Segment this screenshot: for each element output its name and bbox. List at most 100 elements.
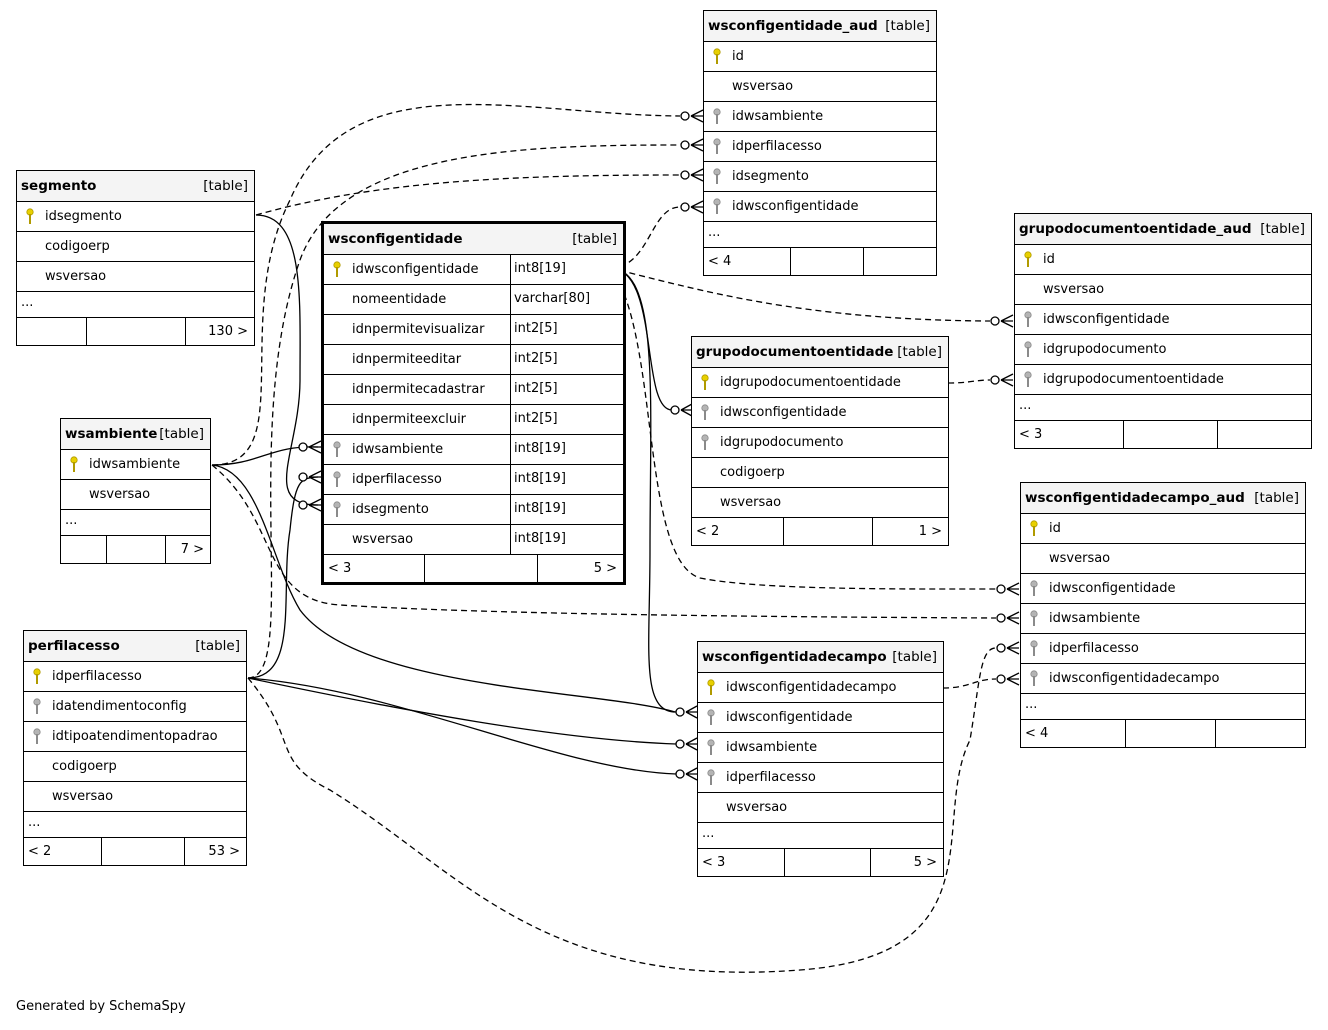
column-divider — [510, 345, 511, 375]
column-row[interactable]: wsversao — [698, 793, 943, 823]
column-row[interactable]: wsversao — [704, 72, 936, 102]
column-name: codigoerp — [45, 239, 110, 254]
column-row[interactable]: codigoerp — [17, 232, 254, 262]
column-name: idwsambiente — [89, 457, 181, 472]
column-row[interactable]: wsversao — [1015, 275, 1311, 305]
table-wsconfigentidade[interactable]: wsconfigentidade[table]idwsconfigentidad… — [321, 221, 626, 585]
column-divider — [510, 465, 511, 495]
column-row[interactable]: wsversao — [61, 480, 210, 510]
column-name: wsversao — [720, 495, 782, 510]
table-grupodocumentoentidade[interactable]: grupodocumentoentidade[table]idgrupodocu… — [691, 336, 949, 546]
column-row[interactable]: idatendimentoconfig — [24, 692, 246, 722]
column-row[interactable]: idgrupodocumento — [692, 428, 948, 458]
column-row[interactable]: idwsambiente — [61, 450, 210, 480]
column-name: idperfilacesso — [732, 139, 822, 154]
middle-cell — [101, 838, 184, 865]
column-row[interactable]: idwsconfigentidade — [1015, 305, 1311, 335]
table-footer: < 3 5 > — [698, 849, 943, 876]
primary-key-icon — [70, 456, 78, 472]
column-row[interactable]: idperfilacesso — [24, 662, 246, 692]
table-header: grupodocumentoentidade[table] — [692, 337, 948, 368]
column-name: idgrupodocumento — [1043, 342, 1167, 357]
column-row[interactable]: wsversao — [692, 488, 948, 518]
foreign-key-icon — [713, 108, 721, 124]
column-name: idsegmento — [45, 209, 122, 224]
column-type: int2[5] — [514, 351, 558, 366]
column-row[interactable]: idwsconfigentidade int8[19] — [324, 255, 623, 285]
column-name: wsversao — [1043, 282, 1105, 297]
column-row[interactable]: idwsambiente — [1021, 604, 1305, 634]
column-row[interactable]: idwsambiente — [704, 102, 936, 132]
child-count-cell[interactable]: 7 > — [165, 536, 210, 563]
column-row[interactable]: idwsambiente — [698, 733, 943, 763]
parent-count-cell[interactable]: < 2 — [692, 518, 783, 545]
parent-count-cell[interactable]: < 2 — [24, 838, 101, 865]
column-row[interactable]: idgrupodocumentoentidade — [692, 368, 948, 398]
table-footer: 7 > — [61, 536, 210, 563]
column-row[interactable]: id — [1015, 245, 1311, 275]
column-name: idtipoatendimentopadrao — [52, 729, 218, 744]
column-row[interactable]: wsversao — [1021, 544, 1305, 574]
parent-count-cell[interactable]: < 3 — [324, 555, 424, 582]
column-divider — [510, 525, 511, 555]
column-row[interactable]: codigoerp — [24, 752, 246, 782]
column-row[interactable]: idwsconfigentidade — [698, 703, 943, 733]
column-row[interactable]: idperfilacesso — [704, 132, 936, 162]
column-row[interactable]: idwsconfigentidade — [1021, 574, 1305, 604]
child-count-cell[interactable]: 5 > — [870, 849, 943, 876]
column-name: idperfilacesso — [726, 770, 816, 785]
child-count-cell[interactable]: 53 > — [184, 838, 246, 865]
column-row[interactable]: idnpermiteexcluir int2[5] — [324, 405, 623, 435]
column-row[interactable]: idperfilacesso — [1021, 634, 1305, 664]
column-name: idwsconfigentidade — [1049, 581, 1176, 596]
column-row[interactable]: idwsconfigentidade — [704, 192, 936, 222]
table-wsconfigentidadecampo[interactable]: wsconfigentidadecampo[table]idwsconfigen… — [697, 641, 944, 877]
column-row[interactable]: idperfilacesso — [698, 763, 943, 793]
column-name: id — [732, 49, 744, 64]
column-row[interactable]: idwsconfigentidadecampo — [1021, 664, 1305, 694]
column-row[interactable]: wsversao — [17, 262, 254, 292]
column-row[interactable]: codigoerp — [692, 458, 948, 488]
middle-cell — [783, 518, 872, 545]
column-type: int8[19] — [514, 261, 566, 276]
child-count-cell[interactable]: 5 > — [537, 555, 623, 582]
more-columns-row: ... — [24, 812, 246, 838]
more-columns-indicator: ... — [708, 225, 721, 240]
column-row[interactable]: idsegmento — [17, 202, 254, 232]
parent-count-cell[interactable]: < 3 — [1015, 421, 1123, 448]
parent-count-cell[interactable]: < 3 — [698, 849, 784, 876]
column-row[interactable]: idgrupodocumento — [1015, 335, 1311, 365]
column-row[interactable]: idtipoatendimentopadrao — [24, 722, 246, 752]
column-name: idnpermiteexcluir — [352, 412, 467, 427]
column-name: idwsconfigentidade — [352, 262, 479, 277]
column-row[interactable]: id — [704, 42, 936, 72]
column-row[interactable]: idgrupodocumentoentidade — [1015, 365, 1311, 395]
foreign-key-icon — [333, 501, 341, 517]
table-footer: < 4 — [1021, 720, 1305, 747]
column-type: int2[5] — [514, 411, 558, 426]
column-row[interactable]: wsversao — [24, 782, 246, 812]
column-type: int8[19] — [514, 441, 566, 456]
parent-count-cell[interactable]: < 4 — [1021, 720, 1125, 747]
column-row[interactable]: id — [1021, 514, 1305, 544]
child-count-cell[interactable]: 1 > — [872, 518, 948, 545]
column-row[interactable]: idsegmento — [704, 162, 936, 192]
child-count-cell[interactable]: 130 > — [185, 318, 254, 345]
column-row[interactable]: idwsconfigentidade — [692, 398, 948, 428]
parent-count-cell[interactable]: < 4 — [704, 248, 790, 275]
column-row[interactable]: idwsconfigentidadecampo — [698, 673, 943, 703]
